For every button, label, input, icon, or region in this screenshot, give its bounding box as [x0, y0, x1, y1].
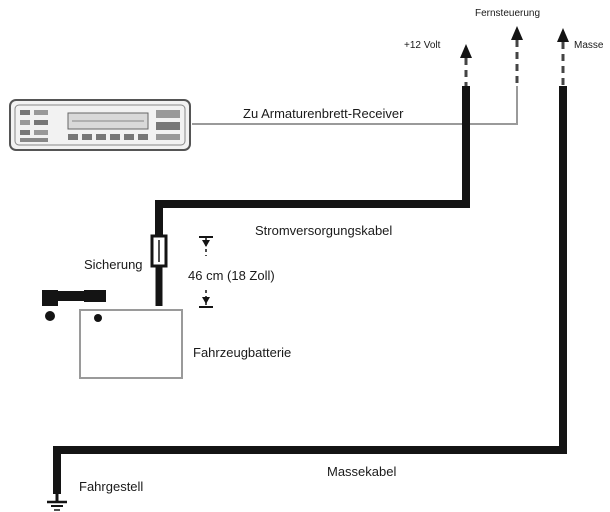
label-ground-top: Masse	[574, 40, 604, 51]
arrow-up-ground	[557, 28, 569, 42]
arrow-up-12v	[460, 44, 472, 58]
power-supply-cable	[155, 86, 470, 236]
label-fuse: Sicherung	[84, 257, 143, 272]
ground-cable-main	[53, 86, 567, 494]
fuse-symbol	[150, 234, 168, 268]
label-fuse-distance: 46 cm (18 Zoll)	[188, 268, 275, 283]
label-chassis: Fahrgestell	[79, 479, 143, 494]
label-vehicle-battery: Fahrzeugbatterie	[193, 345, 291, 360]
label-plus-12-volt: +12 Volt	[404, 40, 441, 51]
label-remote-control: Fernsteuerung	[475, 8, 540, 19]
arrow-up-remote	[511, 26, 523, 40]
label-power-cable: Stromversorgungskabel	[255, 223, 392, 238]
remote-wire	[192, 86, 518, 125]
vehicle-battery	[42, 290, 183, 379]
chassis-ground-icon	[47, 494, 67, 511]
label-to-dashboard-receiver: Zu Armaturenbrett-Receiver	[243, 106, 404, 121]
label-ground-cable: Massekabel	[327, 464, 396, 479]
dimension-marker	[199, 236, 213, 308]
car-receiver	[9, 99, 191, 151]
